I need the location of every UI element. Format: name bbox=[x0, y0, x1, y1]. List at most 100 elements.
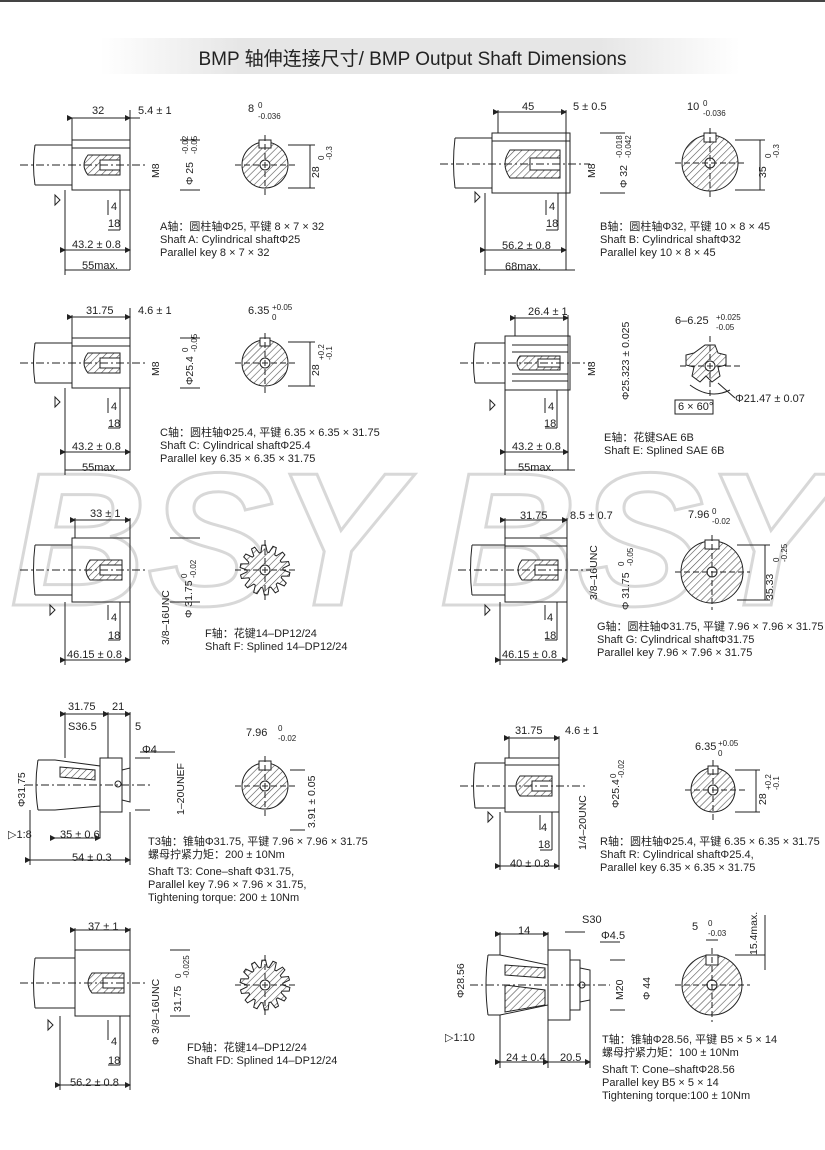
b-key-width-tol-lower: -0.036 bbox=[703, 109, 726, 118]
r-depth-4: 4 bbox=[541, 822, 548, 834]
shaft-r-side-view bbox=[460, 735, 585, 870]
c-caption-en2: Parallel key 6.35 × 6.35 × 31.75 bbox=[160, 453, 316, 465]
fd-length-label: 37 ± 1 bbox=[88, 921, 119, 933]
fd-thread-label: Φ 3/8–16UNC bbox=[150, 978, 162, 1045]
a-depth-4: 4 bbox=[111, 201, 118, 213]
c-caption: C轴：圆柱轴Φ25.4, 平键 6.35 × 6.35 × 31.75 Shaf… bbox=[160, 427, 380, 466]
fd-length-56: 56.2 ± 0.8 bbox=[70, 1077, 119, 1089]
b-caption-en1: Shaft B: Cylindrical shaftΦ32 bbox=[600, 234, 741, 246]
g-length-label: 31.75 bbox=[520, 510, 548, 522]
b-max-length: 68max. bbox=[505, 261, 542, 273]
g-height-tol-lower: -0.25 bbox=[780, 543, 789, 562]
r-key-width-label: 6.35 bbox=[695, 741, 717, 753]
t-taper-label: ▷1:10 bbox=[445, 1032, 475, 1045]
shaft-g-section bbox=[675, 535, 770, 610]
fd-caption-cn: FD轴：花键14–DP12/24 bbox=[187, 1042, 307, 1054]
a-height-label: 28 bbox=[310, 166, 322, 178]
f-length-label: 33 ± 1 bbox=[90, 508, 121, 520]
t-length-label: 14 bbox=[518, 925, 531, 937]
fd-diameter-label: 31.75 bbox=[172, 985, 184, 1012]
b-dia-tol-upper: -0.018 bbox=[615, 135, 624, 158]
b-depth-4: 4 bbox=[549, 201, 556, 213]
r-length-label: 31.75 bbox=[515, 725, 543, 737]
a-length-43: 43.2 ± 0.8 bbox=[72, 239, 121, 251]
t3-height-label: 3.91 ± 0.05 bbox=[306, 775, 318, 828]
t3-key-width-tol-upper: 0 bbox=[278, 724, 283, 733]
t-caption-en3: Tightening torque:100 ± 10Nm bbox=[602, 1090, 751, 1102]
c-depth-4: 4 bbox=[111, 401, 118, 413]
e-depth-18: 18 bbox=[544, 418, 557, 430]
g-key-width-label: 7.96 bbox=[688, 509, 710, 521]
a-dia-tol-lower: -0.05 bbox=[190, 135, 199, 154]
a-diameter-label: Φ 25 bbox=[184, 162, 196, 185]
e-length-43: 43.2 ± 0.8 bbox=[512, 441, 561, 453]
f-caption-cn: F轴：花键14–DP12/24 bbox=[205, 628, 317, 640]
shaft-r-section bbox=[685, 760, 760, 820]
t3-length-label: 31.75 bbox=[68, 701, 96, 713]
e-od-label: Φ21.47 ± 0.07 bbox=[735, 393, 805, 405]
a-caption: A轴：圆柱轴Φ25, 平键 8 × 7 × 32 Shaft A: Cylind… bbox=[160, 221, 324, 260]
t3-length2-label: 21 bbox=[112, 701, 125, 713]
g-depth-4: 4 bbox=[547, 612, 554, 624]
shaft-c-section bbox=[235, 333, 315, 393]
g-diameter-label: Φ 31.75 bbox=[620, 572, 632, 610]
t-key-width-tol-upper: 0 bbox=[708, 919, 713, 928]
t3-key-width-tol-lower: -0.02 bbox=[278, 734, 297, 743]
t-caption-torque-cn: 螺母拧紧力矩：100 ± 10Nm bbox=[602, 1047, 739, 1059]
a-caption-en2: Parallel key 8 × 7 × 32 bbox=[160, 247, 270, 259]
c-key-offset-label: 4.6 ± 1 bbox=[138, 305, 172, 317]
r-caption-cn: R轴：圆柱轴Φ25.4, 平键 6.35 × 6.35 × 31.75 bbox=[600, 836, 820, 848]
page-title: BMP 轴伸连接尺寸/ BMP Output Shaft Dimensions bbox=[198, 49, 627, 70]
c-caption-en1: Shaft C: Cylindrical shaftΦ25.4 bbox=[160, 440, 311, 452]
c-thread-label: M8 bbox=[150, 361, 162, 376]
t-key-width-label: 5 bbox=[692, 921, 699, 933]
shaft-g-side-view bbox=[458, 517, 590, 665]
c-caption-cn: C轴：圆柱轴Φ25.4, 平键 6.35 × 6.35 × 31.75 bbox=[160, 427, 380, 439]
c-height-tol-lower: -0.1 bbox=[325, 346, 334, 360]
r-key-width-tol-lower: 0 bbox=[718, 749, 723, 758]
t3-diameter-label: Φ31.75 bbox=[16, 772, 28, 807]
fd-depth-18: 18 bbox=[108, 1055, 121, 1067]
e-angle-label: 6 × 60° bbox=[678, 401, 714, 413]
b-thread-label: M8 bbox=[586, 163, 598, 178]
t3-taper-label: ▷1:8 bbox=[8, 829, 32, 842]
f-depth-18: 18 bbox=[108, 630, 121, 642]
r-thread-label: 1/4–20UNC bbox=[577, 795, 589, 850]
f-thread-label: 3/8–16UNC bbox=[160, 590, 172, 645]
r-key-width-tol-upper: +0.05 bbox=[718, 739, 739, 748]
t-key-width-tol-lower: -0.03 bbox=[708, 929, 727, 938]
shaft-t3-section bbox=[235, 756, 305, 831]
c-height-label: 28 bbox=[310, 364, 322, 376]
shaft-b-side-view bbox=[440, 109, 625, 275]
c-diameter-label: Φ25.4 bbox=[184, 356, 196, 385]
c-dia-tol-upper: 0 bbox=[181, 347, 190, 352]
e-diameter-label: Φ25.323 ± 0.025 bbox=[620, 321, 632, 400]
t3-phi4-label: Φ4 bbox=[142, 744, 157, 756]
fd-dia-tol-lower: -0.025 bbox=[182, 955, 191, 978]
t-phi-label: Φ4.5 bbox=[601, 930, 626, 942]
a-max-length: 55max. bbox=[82, 260, 119, 272]
t-m20-label: M20 bbox=[614, 979, 626, 1000]
fd-caption: FD轴：花键14–DP12/24 Shaft FD: Splined 14–DP… bbox=[187, 1042, 337, 1068]
r-key-offset-label: 4.6 ± 1 bbox=[565, 725, 599, 737]
r-caption-en1: Shaft R: Cylindrical shaftΦ25.4, bbox=[600, 849, 754, 861]
e-spline-label: 6–6.25 bbox=[675, 315, 709, 327]
f-length-46: 46.15 ± 0.8 bbox=[67, 649, 122, 661]
c-depth-18: 18 bbox=[108, 418, 121, 430]
t3-taper-value: 1:8 bbox=[16, 829, 32, 841]
r-height-label: 28 bbox=[757, 793, 769, 805]
c-max-length: 55max. bbox=[82, 462, 119, 474]
shaft-fd-spline-gear bbox=[235, 955, 295, 1015]
g-key-offset-label: 8.5 ± 0.7 bbox=[570, 510, 613, 522]
b-depth-18: 18 bbox=[546, 218, 559, 230]
t-height-label: 15.4max. bbox=[748, 911, 760, 955]
watermark-left: BSY bbox=[10, 440, 416, 640]
shaft-e-side-view bbox=[460, 315, 590, 475]
shaft-e-section bbox=[674, 336, 740, 415]
a-key-width-tol-lower: -0.036 bbox=[258, 112, 281, 121]
shaft-b-section bbox=[675, 128, 765, 198]
c-key-width-label: 6.35 bbox=[248, 305, 270, 317]
t3-length-35: 35 ± 0.6 bbox=[60, 829, 100, 841]
t3-caption-en2: Parallel key 7.96 × 7.96 × 31.75, bbox=[148, 879, 307, 891]
g-key-width-tol-upper: 0 bbox=[712, 507, 717, 516]
